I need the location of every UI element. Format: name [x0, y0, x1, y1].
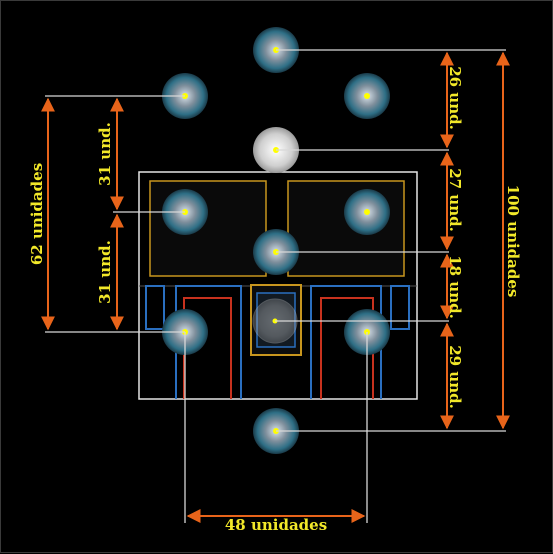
dim-label-horizontal: 48 unidades — [225, 516, 327, 534]
right-leader-lines — [275, 49, 506, 432]
upper-left-module — [149, 180, 267, 277]
dim-label-bottom-gap: 29 und. — [446, 345, 464, 409]
dim-label-left-upper: 31 und. — [96, 122, 114, 186]
bottom-leader-lines — [184, 332, 368, 523]
dim-label-total-left: 62 unidades — [28, 163, 46, 265]
central-sensor — [250, 284, 302, 356]
upper-right-module — [287, 180, 405, 277]
dim-label-total-right: 100 unidades — [504, 185, 522, 298]
dim-label-third-gap: 18 und. — [446, 255, 464, 319]
dim-label-second-gap: 27 und. — [446, 168, 464, 232]
left-leader-lines — [45, 95, 185, 333]
dimension-arrows — [41, 51, 510, 523]
dim-label-left-lower: 31 und. — [96, 240, 114, 304]
lamp-mid-right — [344, 189, 390, 235]
dim-label-top-gap: 26 und. — [446, 66, 464, 130]
lamp-upper-right — [344, 73, 390, 119]
dimension-labels: 26 und. 27 und. 18 und. 29 und. 100 unid… — [28, 66, 522, 534]
